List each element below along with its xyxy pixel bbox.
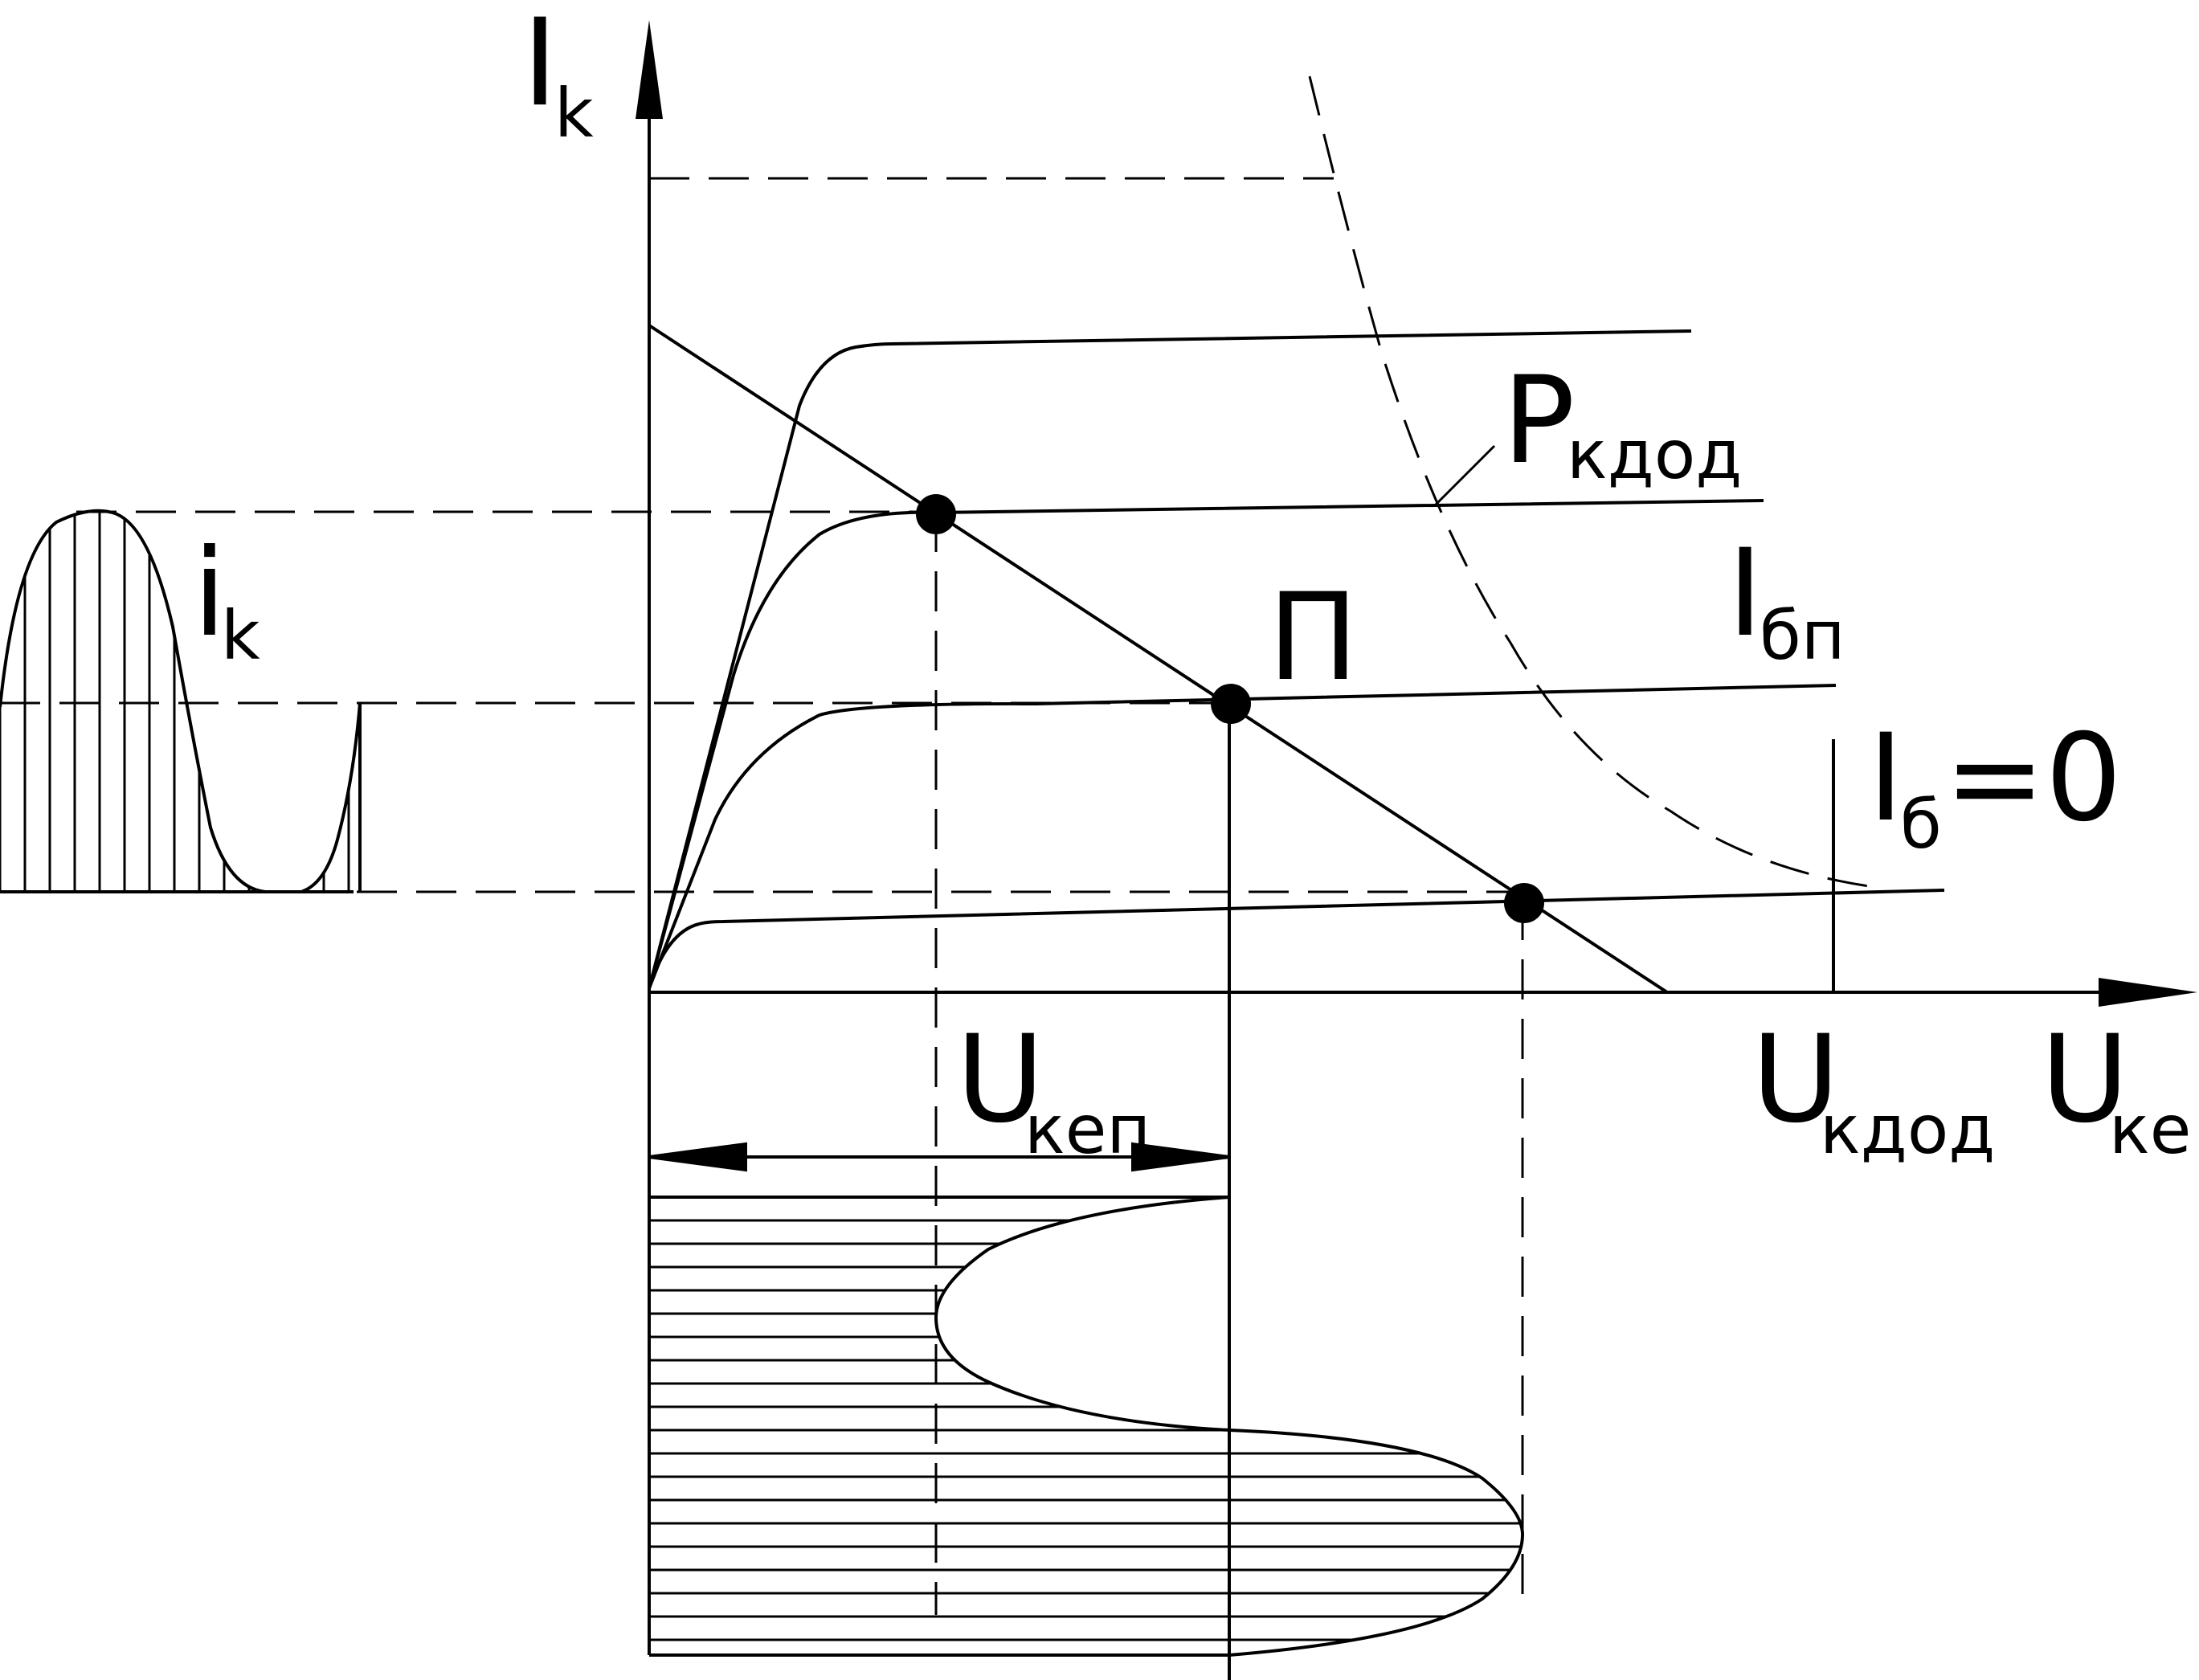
ibp-sub: бп: [1760, 596, 1845, 675]
operating-point-quiescent: [1211, 684, 1251, 724]
label-ukdod: U кдод: [1751, 1010, 1995, 1169]
label-point-p: П: [1268, 568, 1359, 708]
characteristic-curve-zero: [648, 889, 1945, 989]
ib0-main: I: [1868, 709, 1903, 848]
ib0-rest: =0: [1944, 709, 2122, 848]
ik-wave-sub: k: [221, 596, 260, 675]
label-ukep: U кеп: [956, 1010, 1151, 1169]
ukep-sub: кеп: [1024, 1090, 1151, 1169]
uke-main: U: [2041, 1010, 2129, 1150]
y-axis-arrow-icon: [636, 20, 663, 119]
power-hyperbola: [1308, 76, 1881, 889]
ukdod-main: U: [1751, 1010, 1840, 1150]
pkdod-pointer: [1433, 444, 1496, 508]
load-line: [648, 324, 1669, 994]
characteristic-curve-max: [648, 499, 1764, 989]
ik-axis-sub: k: [554, 74, 594, 153]
collector-voltage-waveform: [649, 1196, 1525, 1657]
operating-point-bottom: [1504, 883, 1544, 923]
ibp-main: I: [1727, 524, 1763, 664]
operating-point-top: [916, 494, 956, 534]
ik-axis-main: I: [522, 0, 558, 133]
pkdod-sub: кдод: [1567, 415, 1742, 494]
label-uke: U ке: [2041, 1010, 2191, 1169]
ukdod-sub: кдод: [1820, 1090, 1995, 1169]
characteristic-curve-quiescent: [648, 684, 1837, 989]
label-ib0: I б =0: [1868, 709, 2122, 864]
characteristic-curve-top: [648, 329, 1692, 989]
ukep-left-arrow-icon: [648, 1142, 747, 1172]
ib0-sub: б: [1900, 785, 1942, 864]
ukep-right-arrow-icon: [1131, 1142, 1230, 1172]
ik-wave-main: i: [193, 524, 227, 664]
label-ik-wave: i k: [193, 524, 260, 675]
uke-sub: ке: [2109, 1090, 2191, 1169]
x-axis-arrow-icon: [2099, 978, 2197, 1007]
label-ik-axis: I k: [522, 0, 594, 153]
collector-current-waveform: [0, 509, 362, 893]
label-pkdod: P кдод: [1502, 351, 1742, 494]
pkdod-main: P: [1502, 351, 1575, 491]
ukep-main: U: [956, 1010, 1044, 1150]
label-ibp: I бп: [1727, 524, 1845, 675]
